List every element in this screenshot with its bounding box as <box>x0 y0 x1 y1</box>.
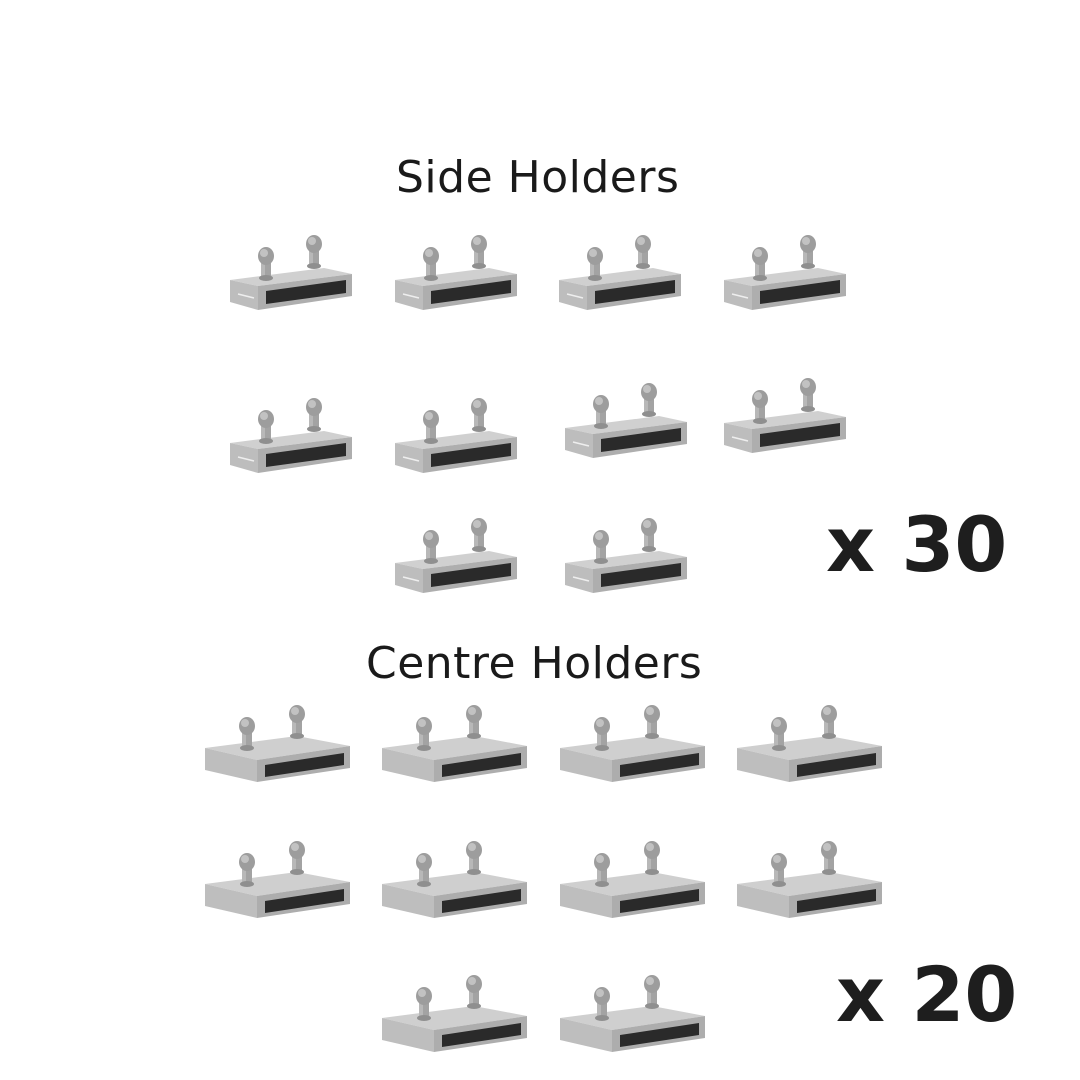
centre-holder-image <box>560 841 705 918</box>
side-holders-title: Side Holders <box>396 152 680 203</box>
side-holder-image <box>565 383 687 458</box>
centre-holders-title: Centre Holders <box>366 638 703 689</box>
side-holder-image <box>395 518 517 593</box>
side-holder-image <box>230 235 352 310</box>
side-holder-image <box>395 235 517 310</box>
centre-holder-image <box>560 705 705 782</box>
side-holder-image <box>724 378 846 453</box>
centre-holder-image <box>205 705 350 782</box>
centre-holder-image <box>737 841 882 918</box>
centre-holder-image <box>382 975 527 1052</box>
side-holder-image <box>395 398 517 473</box>
centre-holder-image <box>205 841 350 918</box>
side-holder-image <box>724 235 846 310</box>
side-holder-image <box>230 398 352 473</box>
centre-holders-quantity: x 20 <box>836 950 1018 1039</box>
side-holder-image <box>565 518 687 593</box>
centre-holder-image <box>737 705 882 782</box>
centre-holder-image <box>560 975 705 1052</box>
side-holders-quantity: x 30 <box>826 500 1008 589</box>
centre-holder-image <box>382 841 527 918</box>
side-holder-image <box>559 235 681 310</box>
centre-holder-image <box>382 705 527 782</box>
